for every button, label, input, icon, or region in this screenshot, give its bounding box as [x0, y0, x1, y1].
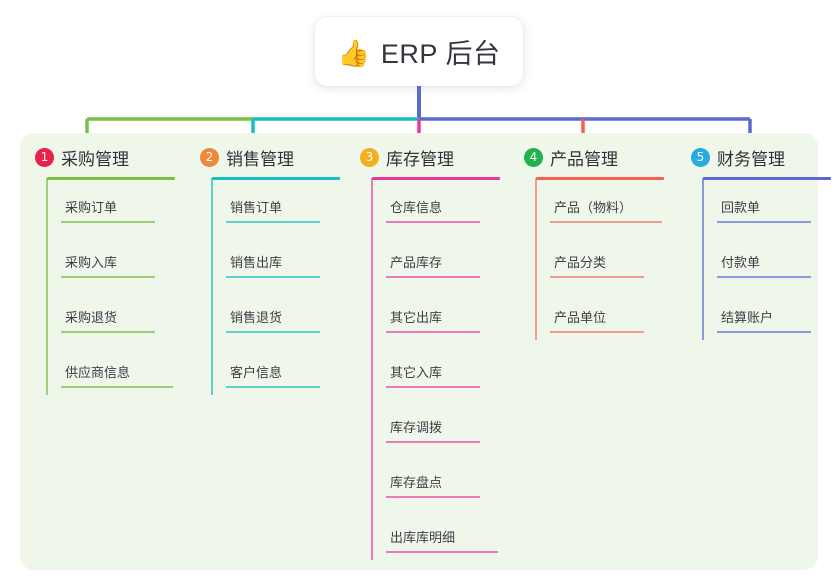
column-title: 销售管理 [226, 150, 294, 169]
list-item-underline [386, 441, 480, 443]
list-item-underline [550, 331, 644, 333]
list-item-underline [61, 331, 155, 333]
column-underline [536, 177, 664, 180]
list-item[interactable]: 结算账户 [717, 303, 811, 333]
list-item-label: 产品库存 [390, 255, 443, 270]
list-item-underline [386, 221, 480, 223]
column-title: 库存管理 [386, 150, 454, 169]
column-underline [372, 177, 500, 180]
list-item[interactable]: 产品分类 [550, 248, 644, 278]
list-item-label: 出库库明细 [390, 530, 456, 545]
list-item[interactable]: 销售出库 [226, 248, 320, 278]
column-header-sales[interactable]: 2 销售管理 [200, 145, 294, 170]
list-item-underline [386, 331, 480, 333]
list-item[interactable]: 采购退货 [61, 303, 155, 333]
column-badge: 3 [360, 148, 379, 167]
list-item-label: 库存调拨 [390, 420, 443, 435]
list-item[interactable]: 采购订单 [61, 193, 155, 223]
column-badge: 5 [691, 148, 710, 167]
column-header-product[interactable]: 4 产品管理 [524, 145, 618, 170]
list-item[interactable]: 仓库信息 [386, 193, 480, 223]
column-underline [212, 177, 340, 180]
list-item[interactable]: 库存调拨 [386, 413, 480, 443]
list-item[interactable]: 销售订单 [226, 193, 320, 223]
list-item[interactable]: 销售退货 [226, 303, 320, 333]
list-item[interactable]: 产品单位 [550, 303, 644, 333]
list-item-label: 销售出库 [230, 255, 283, 270]
list-item[interactable]: 出库库明细 [386, 523, 498, 553]
column-badge: 1 [35, 148, 54, 167]
column-title: 产品管理 [550, 150, 618, 169]
column-header-purchasing[interactable]: 1 采购管理 [35, 145, 129, 170]
column-badge: 4 [524, 148, 543, 167]
list-item[interactable]: 库存盘点 [386, 468, 480, 498]
root-node-title: ERP 后台 [380, 39, 501, 69]
list-item-label: 回款单 [721, 200, 761, 215]
list-item-label: 采购订单 [65, 200, 118, 215]
list-item-underline [226, 386, 320, 388]
list-item-label: 销售订单 [230, 200, 283, 215]
column-title: 采购管理 [61, 150, 129, 169]
list-item-underline [717, 276, 811, 278]
column-underline [47, 177, 175, 180]
column-title: 财务管理 [717, 150, 785, 169]
list-item[interactable]: 其它入库 [386, 358, 480, 388]
list-item-underline [61, 276, 155, 278]
list-item-label: 其它出库 [390, 310, 443, 325]
list-item-underline [550, 276, 644, 278]
list-item-label: 客户信息 [230, 365, 283, 380]
column-header-inventory[interactable]: 3 库存管理 [360, 145, 454, 170]
list-item-label: 产品分类 [554, 255, 607, 270]
list-item-label: 供应商信息 [65, 365, 131, 380]
list-item[interactable]: 产品（物料） [550, 193, 662, 223]
list-item-underline [61, 221, 155, 223]
column-header-finance[interactable]: 5 财务管理 [691, 145, 785, 170]
list-item-label: 结算账户 [721, 310, 774, 325]
column-underline [703, 177, 831, 180]
list-item-underline [226, 221, 320, 223]
column-badge: 2 [200, 148, 219, 167]
list-item[interactable]: 其它出库 [386, 303, 480, 333]
list-item-underline [386, 551, 498, 553]
list-item-label: 其它入库 [390, 365, 443, 380]
list-item-label: 仓库信息 [390, 200, 443, 215]
list-item[interactable]: 付款单 [717, 248, 811, 278]
list-item-label: 库存盘点 [390, 475, 443, 490]
list-item-label: 产品单位 [554, 310, 607, 325]
list-item[interactable]: 产品库存 [386, 248, 480, 278]
list-item-underline [386, 386, 480, 388]
list-item-underline [226, 331, 320, 333]
list-item-label: 采购入库 [65, 255, 118, 270]
list-item-underline [61, 386, 173, 388]
list-item[interactable]: 客户信息 [226, 358, 320, 388]
list-item[interactable]: 采购入库 [61, 248, 155, 278]
list-item-label: 采购退货 [65, 310, 118, 325]
list-item[interactable]: 供应商信息 [61, 358, 173, 388]
root-node-card[interactable]: 👍 ERP 后台 [315, 17, 523, 86]
list-item-underline [226, 276, 320, 278]
thumbs-up-icon: 👍 [337, 37, 370, 68]
list-item-label: 付款单 [721, 255, 761, 270]
list-item-underline [386, 496, 480, 498]
list-item-underline [386, 276, 480, 278]
list-item-underline [717, 221, 811, 223]
list-item-underline [717, 331, 811, 333]
list-item-underline [550, 221, 662, 223]
list-item-label: 销售退货 [230, 310, 283, 325]
list-item-label: 产品（物料） [554, 200, 633, 215]
list-item[interactable]: 回款单 [717, 193, 811, 223]
